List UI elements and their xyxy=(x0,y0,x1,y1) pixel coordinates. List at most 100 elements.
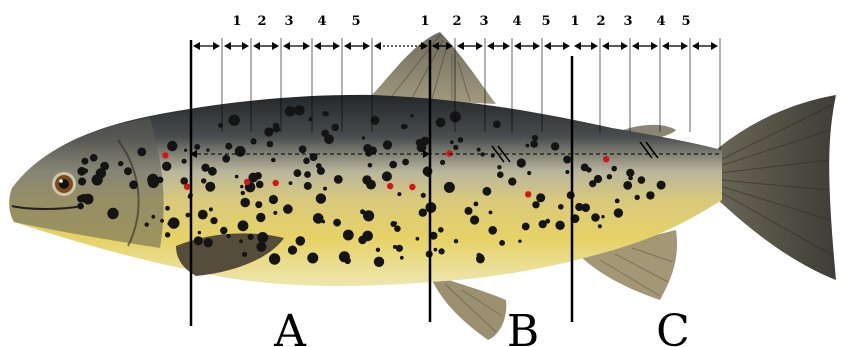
arrowhead-left-b-2 xyxy=(487,42,494,50)
dark-spot xyxy=(256,242,266,252)
arrowhead-right-a-5 xyxy=(363,42,370,50)
dark-spot xyxy=(532,201,539,208)
arrowhead-right-a-4 xyxy=(333,42,340,50)
dark-spot xyxy=(242,252,247,257)
dark-spot xyxy=(483,187,492,196)
arrowhead-right-c-2 xyxy=(651,42,658,50)
zone-label-c: C xyxy=(656,306,690,347)
red-spot xyxy=(162,152,168,158)
dark-spot xyxy=(646,191,654,199)
head xyxy=(9,118,163,248)
segment-number-c-4: 4 xyxy=(656,14,665,29)
dark-spot xyxy=(251,138,256,143)
arrowhead-right-a-0 xyxy=(213,42,220,50)
arrowhead-left-a-0 xyxy=(193,42,200,50)
dark-spot xyxy=(304,182,312,190)
red-spot xyxy=(525,191,531,197)
dark-spot xyxy=(614,208,623,217)
dark-spot xyxy=(458,137,464,143)
zone-label-a: A xyxy=(273,306,307,347)
arrowhead-left-b-3 xyxy=(514,42,521,50)
segment-number-c-5: 5 xyxy=(681,14,690,29)
dark-spot xyxy=(623,181,632,190)
dark-spot xyxy=(393,245,397,249)
dark-spot xyxy=(147,174,158,185)
dark-spot xyxy=(575,203,583,211)
dark-spot xyxy=(304,171,311,178)
arrowhead-right-a-2 xyxy=(272,42,279,50)
dark-spot xyxy=(438,227,444,233)
dark-spot xyxy=(77,203,84,210)
segment-number-c-3: 3 xyxy=(623,14,632,29)
eye xyxy=(52,172,76,196)
dark-spot xyxy=(299,145,307,153)
arrowhead-left-a-6 xyxy=(374,42,381,50)
dark-spot xyxy=(222,155,230,163)
dark-spot xyxy=(611,166,617,172)
dark-spot xyxy=(565,170,569,174)
dark-spot xyxy=(454,239,458,243)
dark-spot xyxy=(551,142,559,150)
dark-spot xyxy=(206,148,209,151)
dark-spot xyxy=(499,240,505,246)
red-spot xyxy=(184,184,190,190)
dark-spot xyxy=(477,254,484,261)
dark-spot xyxy=(194,236,203,245)
tail-fin xyxy=(716,95,836,280)
arrowhead-right-a-1 xyxy=(242,42,249,50)
dark-spot xyxy=(474,202,479,207)
dark-spot xyxy=(518,240,521,243)
dark-spot xyxy=(436,118,446,128)
dark-spot xyxy=(527,171,531,175)
dark-spot xyxy=(269,253,280,264)
dark-spot xyxy=(607,174,612,179)
dark-spot xyxy=(273,211,277,215)
dark-spot xyxy=(165,206,170,211)
dark-spot xyxy=(322,220,326,224)
dark-spot xyxy=(555,221,564,230)
dark-spot xyxy=(567,191,575,199)
dark-spot xyxy=(586,167,591,172)
dark-spot xyxy=(334,175,343,184)
dark-spot xyxy=(220,227,227,234)
arrowhead-left-b-1 xyxy=(457,42,464,50)
dark-spot xyxy=(369,146,377,154)
dark-spot xyxy=(209,207,213,211)
dark-spot xyxy=(129,180,138,189)
dark-spot xyxy=(248,173,258,183)
dark-spot xyxy=(434,248,438,252)
arrowhead-left-a-4 xyxy=(314,42,321,50)
dark-spot xyxy=(285,106,296,117)
dark-spot xyxy=(240,198,250,208)
arrowhead-right-b-3 xyxy=(533,42,540,50)
dark-spot xyxy=(81,158,88,165)
dark-spot xyxy=(307,253,318,264)
dark-spot xyxy=(497,165,501,169)
dark-spot xyxy=(360,209,365,214)
dark-spot xyxy=(167,141,177,151)
segment-number-b-3: 3 xyxy=(479,14,488,29)
trout-illustration xyxy=(9,32,836,340)
dark-spot xyxy=(362,175,371,184)
arrowhead-right-b-4 xyxy=(563,42,570,50)
dark-spot xyxy=(184,149,187,152)
dark-spot xyxy=(198,231,201,234)
arrowhead-left-c-1 xyxy=(602,42,609,50)
arrowhead-left-a-1 xyxy=(224,42,231,50)
dark-spot xyxy=(545,219,550,224)
dark-spot xyxy=(289,181,293,185)
segment-number-a-5: 5 xyxy=(351,14,360,29)
dark-spot xyxy=(321,130,329,138)
dark-spot xyxy=(271,158,276,163)
dark-spot xyxy=(227,234,231,238)
dark-spot xyxy=(229,115,240,126)
dark-spot xyxy=(248,234,254,240)
dark-spot xyxy=(168,217,179,228)
dark-spot xyxy=(294,169,302,177)
dark-spot xyxy=(182,159,187,164)
segment-number-c-2: 2 xyxy=(596,14,605,29)
arrowhead-right-b-2 xyxy=(503,42,510,50)
segment-number-a-3: 3 xyxy=(284,14,293,29)
dark-spot xyxy=(382,171,392,181)
